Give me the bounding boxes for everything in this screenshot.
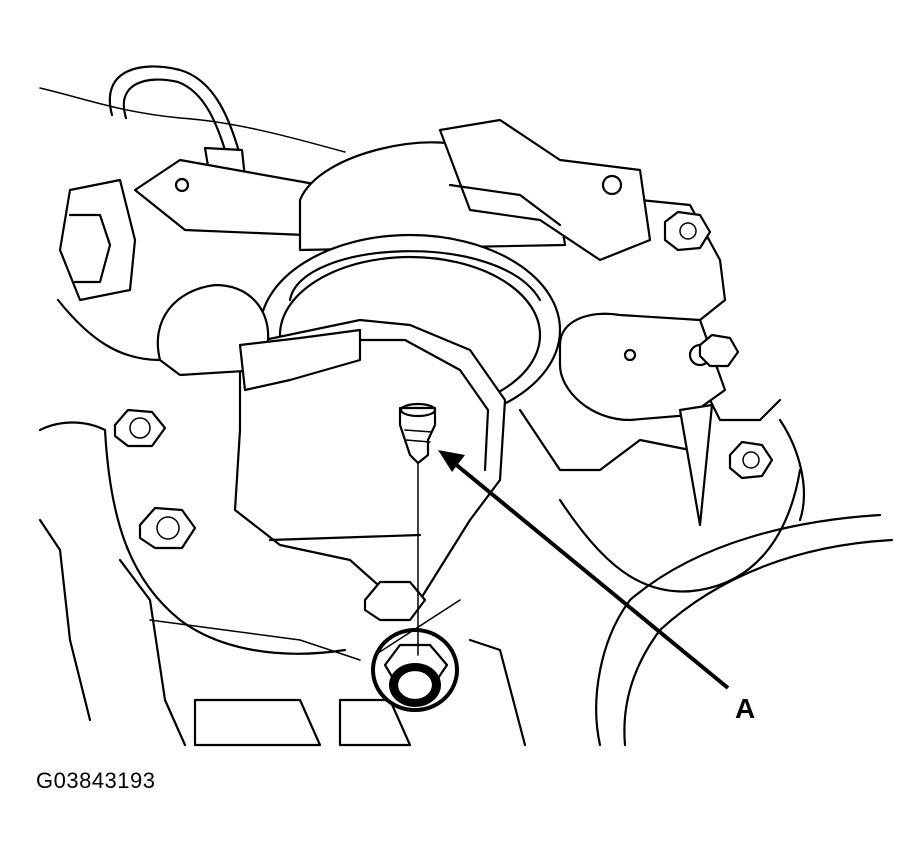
- figure-id: G03843193: [36, 768, 156, 793]
- transmission-housing: [38, 87, 894, 747]
- bolts: [113, 210, 774, 712]
- bolt-left-upper: [113, 408, 167, 448]
- screw-plug: [398, 402, 437, 465]
- callout-a-label: A: [735, 693, 755, 724]
- bolt-left-lower: [138, 506, 197, 550]
- callout-a-arrowhead: [438, 450, 465, 472]
- install-guide-line-2: [374, 599, 461, 656]
- linkage-right: [438, 118, 652, 262]
- bolt-far-right: [728, 440, 774, 480]
- bolt-center-lower: [363, 580, 427, 622]
- bolt-upper-right: [663, 210, 712, 252]
- bolt-right: [698, 333, 740, 368]
- callout-a-leader: [446, 456, 730, 690]
- lower-bracket: [156, 283, 507, 602]
- bracket-arm-left: [133, 158, 322, 237]
- callout-a: A: [438, 450, 755, 724]
- washer-bolt: [371, 628, 459, 712]
